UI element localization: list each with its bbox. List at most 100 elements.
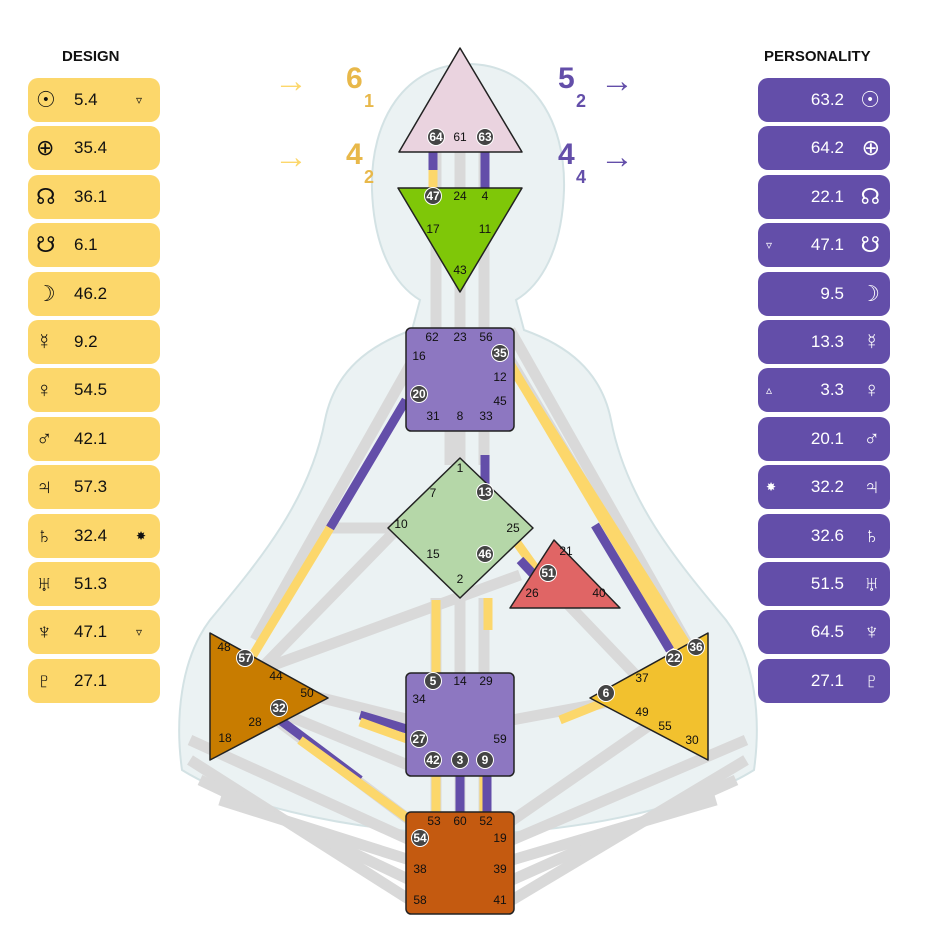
ajna-center <box>397 187 523 293</box>
gate-12: 12 <box>493 370 507 384</box>
personality-row-uranus[interactable]: ♅51.5 <box>758 562 890 606</box>
planet-value: 64.2 <box>810 138 844 158</box>
head-center <box>398 47 523 153</box>
active-gate-marker <box>491 344 509 362</box>
gate-44: 44 <box>269 669 283 683</box>
design-row-uranus[interactable]: ♅51.3 <box>28 562 160 606</box>
moon-icon: ☽ <box>860 280 880 306</box>
personality-bottom-variable: 4 <box>558 138 575 171</box>
gate-8: 8 <box>457 409 464 423</box>
personality-channel <box>591 522 674 653</box>
gate-29: 29 <box>479 674 493 688</box>
design-row-mars[interactable]: ♂42.1 <box>28 416 160 461</box>
planet-value: 6.1 <box>74 235 98 255</box>
personality-bottom-variable-sub: 4 <box>576 167 587 187</box>
gate-26: 26 <box>525 586 539 600</box>
gate-35: 35 <box>493 346 507 360</box>
gate-34: 34 <box>412 692 426 706</box>
design-row-neptune[interactable]: ♆47.1▿ <box>28 610 160 655</box>
design-row-sun[interactable]: ☉5.4▿ <box>28 78 160 122</box>
gate-18: 18 <box>218 731 232 745</box>
gate-22: 22 <box>667 651 681 665</box>
gate-62: 62 <box>425 330 439 344</box>
gate-5: 5 <box>430 674 437 688</box>
gate-24: 24 <box>453 189 467 203</box>
personality-row-pluto[interactable]: ♇27.1 <box>758 658 890 703</box>
design-row-pluto[interactable]: ♇27.1 <box>28 658 160 703</box>
planet-value: 27.1 <box>810 670 844 690</box>
active-gate-marker <box>539 564 557 582</box>
active-gate-marker <box>424 187 442 205</box>
design-title: DESIGN <box>62 48 120 65</box>
personality-row-mars[interactable]: ♂20.1 <box>758 416 890 461</box>
gate-2: 2 <box>457 572 464 586</box>
mercury-icon: ☿ <box>863 329 881 354</box>
gate-17: 17 <box>426 222 440 236</box>
active-gate-marker <box>687 638 705 656</box>
personality-row-north-node[interactable]: ☊22.1 <box>758 174 890 219</box>
inactive-channel <box>250 327 435 643</box>
planet-value: 47.1 <box>74 622 108 642</box>
gate-55: 55 <box>658 719 672 733</box>
planet-value: 32.4 <box>74 525 108 545</box>
planet-value: 13.3 <box>810 332 844 351</box>
active-gate-marker <box>476 128 494 146</box>
personality-top-arrow-icon: → <box>600 62 634 100</box>
planet-value: 32.6 <box>810 525 844 545</box>
personality-row-earth[interactable]: ⊕ 64.2 <box>758 126 890 171</box>
planet-value: 9.5 <box>820 283 844 303</box>
personality-channel <box>326 397 410 531</box>
gate-59: 59 <box>493 732 507 746</box>
personality-row-jupiter[interactable]: ♃32.2✸ <box>758 465 890 510</box>
gate-40: 40 <box>592 586 606 600</box>
mercury-icon: ☿ <box>36 329 53 354</box>
active-gate-marker <box>427 128 445 146</box>
gate-20: 20 <box>412 387 426 401</box>
north-node-icon: ☊ <box>36 183 56 209</box>
jupiter-icon: ♃ <box>36 474 53 500</box>
design-row-saturn[interactable]: ♄32.4✸ <box>28 513 160 558</box>
gate-1: 1 <box>457 461 464 475</box>
neptune-icon: ♆ <box>36 619 53 645</box>
personality-row-south-node[interactable]: ☋47.1▿ <box>758 223 890 268</box>
throat-center <box>405 327 515 432</box>
personality-row-neptune[interactable]: ♆64.5 <box>758 610 890 655</box>
design-row-south-node[interactable]: ☋6.1 <box>28 223 160 268</box>
design-top-variable-sub: 1 <box>364 91 375 111</box>
uranus-icon: ♅ <box>36 571 53 596</box>
design-row-venus[interactable]: ♀54.5 <box>28 368 160 413</box>
inactive-channel <box>258 569 522 676</box>
earth-icon: ⊕ <box>861 135 880 161</box>
personality-row-mercury[interactable]: ☿ 13.3 <box>758 320 890 364</box>
north-node-icon: ☊ <box>860 183 880 209</box>
sacral-center <box>405 672 515 777</box>
personality-row-saturn[interactable]: ♄32.6 <box>758 513 890 558</box>
gate-63: 63 <box>478 130 492 144</box>
planet-value: 32.2 <box>810 477 844 497</box>
gate-16: 16 <box>412 349 426 363</box>
design-row-jupiter[interactable]: ♃57.3 <box>28 465 160 510</box>
fixing-mark-icon: ✸ <box>766 480 777 495</box>
venus-icon: ♀ <box>36 377 53 403</box>
design-row-mercury[interactable]: ☿9.2 <box>28 320 160 364</box>
gate-56: 56 <box>479 330 493 344</box>
personality-row-moon[interactable]: ☽ 9.5 <box>758 271 890 316</box>
design-top-variable: 6 <box>346 62 363 95</box>
personality-row-venus[interactable]: ♀3.3▵ <box>758 368 890 413</box>
personality-row-sun[interactable]: ☉63.2 <box>758 78 890 122</box>
personality-bottom-arrow-icon: → <box>600 138 634 176</box>
gate-9: 9 <box>482 753 489 767</box>
design-row-moon[interactable]: ☽46.2 <box>28 271 160 316</box>
design-row-north-node[interactable]: ☊ 36.1 <box>28 174 160 219</box>
planet-value: 36.1 <box>74 186 108 206</box>
design-bottom-variable: 4 <box>346 138 363 171</box>
uranus-icon: ♅ <box>863 571 881 596</box>
gate-27: 27 <box>412 732 426 746</box>
sun-icon: ☉ <box>860 87 880 112</box>
ego-center <box>509 539 621 609</box>
active-gate-marker <box>476 545 494 563</box>
design-row-earth[interactable]: ⊕35.4 <box>28 126 160 171</box>
gate-13: 13 <box>478 485 492 499</box>
